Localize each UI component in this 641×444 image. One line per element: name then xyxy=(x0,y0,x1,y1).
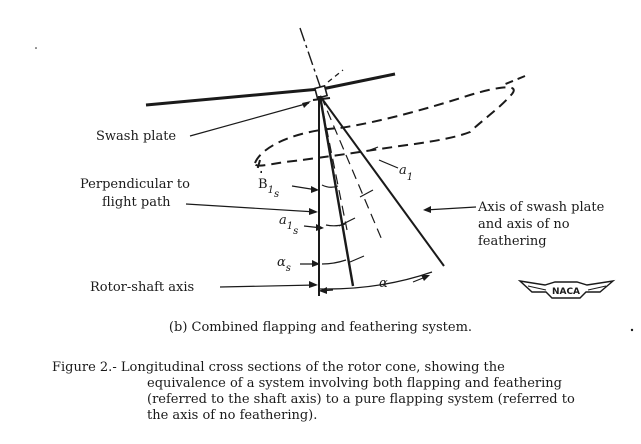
figure-label: Figure 2.- xyxy=(52,360,117,375)
rotor-hub xyxy=(313,84,329,100)
alpha-s-arc xyxy=(321,259,347,265)
axis-extension-dashdot xyxy=(299,27,323,93)
b1s-arc xyxy=(321,184,339,188)
alpha-s-arrowhead xyxy=(312,260,320,267)
swash-plate-leader xyxy=(189,102,310,137)
axis-swash-label-line3: feathering xyxy=(478,234,547,249)
upper-tip-line xyxy=(327,69,344,83)
a1-arrow-low xyxy=(359,189,374,198)
caption-text-1: Longitudinal cross sections of the rotor… xyxy=(120,360,505,375)
b1s-arrowhead xyxy=(311,186,319,193)
caption-line-1: Figure 2.- Longitudinal cross sections o… xyxy=(52,360,612,376)
cone-line xyxy=(320,95,383,241)
a1-symbol: a1 xyxy=(399,163,413,183)
rotor-blade-left xyxy=(145,87,321,107)
axis-swash-arrowhead xyxy=(423,206,431,213)
caption-line-4: the axis of no feathering). xyxy=(147,408,318,423)
naca-logo: NACA xyxy=(517,279,616,299)
rotor-blade-right xyxy=(321,72,396,91)
stray-dot xyxy=(630,328,634,332)
a1-arrow xyxy=(378,159,399,169)
stray-dot-2 xyxy=(35,47,37,49)
swash-plate-label: Swash plate xyxy=(96,129,176,144)
alpha-s-symbol: αs xyxy=(277,255,291,274)
tail-boom xyxy=(502,75,526,86)
naca-logo-text: NACA xyxy=(552,287,580,297)
a1s-symbol: a1s xyxy=(279,213,298,237)
perpendicular-leader xyxy=(185,203,317,213)
rotor-shaft-leader xyxy=(219,284,317,288)
alpha-symbol: α xyxy=(379,276,388,291)
alpha-arrowhead-right xyxy=(421,275,430,281)
perpendicular-label-line2: flight path xyxy=(102,195,171,210)
perpendicular-label-line1: Perpendicular to xyxy=(80,177,190,192)
axis-swash-leader xyxy=(424,206,477,211)
axis-swash-label-line1: Axis of swash plate xyxy=(477,200,605,215)
a1-arc-marks xyxy=(369,146,379,151)
fuselage-outline xyxy=(253,86,515,167)
no-feathering-axis-line xyxy=(319,95,445,267)
alpha-arc xyxy=(319,271,433,290)
caption-line-3: (referred to the shaft axis) to a pure f… xyxy=(147,392,575,407)
a1s-arrow-right xyxy=(338,217,356,227)
figure-caption: Figure 2.- Longitudinal cross sections o… xyxy=(52,360,612,424)
rotor-shaft-arrowhead xyxy=(309,281,318,288)
alpha-arrowhead-left xyxy=(319,287,327,294)
axis-swash-label-line2: and axis of no xyxy=(478,217,570,232)
a1s-arc xyxy=(325,223,346,227)
subfigure-caption: (b) Combined flapping and feathering sys… xyxy=(168,320,473,335)
a1s-arrowhead xyxy=(316,224,324,231)
swash-plate-arrowhead xyxy=(302,101,311,108)
perpendicular-arrowhead xyxy=(309,208,318,215)
caption-line-2: equivalence of a system involving both f… xyxy=(147,376,562,391)
alpha-s-arrow-right xyxy=(349,255,365,263)
rotor-shaft-axis-label: Rotor-shaft axis xyxy=(90,280,194,295)
fuselage-lower xyxy=(256,159,263,173)
b1s-symbol: B1s xyxy=(258,177,279,200)
a1s-axis-line xyxy=(318,95,355,287)
b1s-axis-line xyxy=(319,95,348,231)
